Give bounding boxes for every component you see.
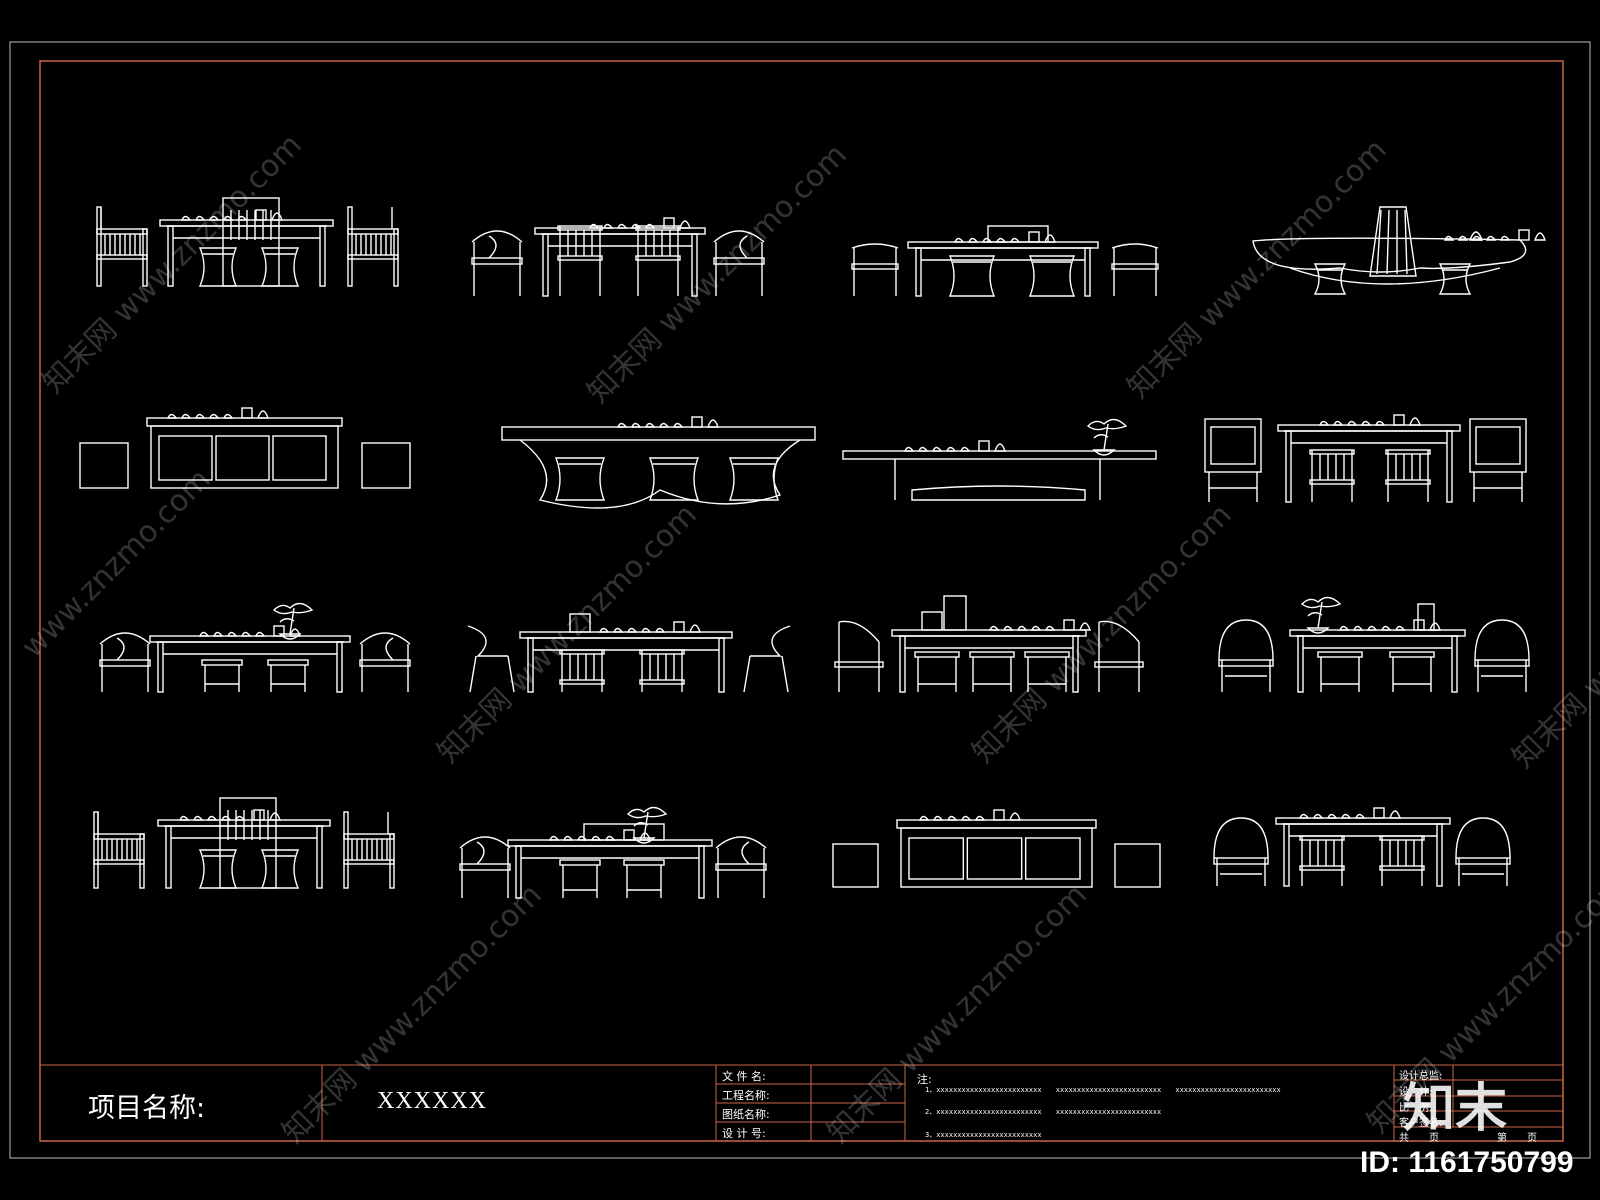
set-r4-c2 bbox=[459, 806, 767, 899]
set-r2-c2 bbox=[501, 416, 816, 509]
brand-logo: 知末 bbox=[1403, 1079, 1508, 1139]
set-r3-c1 bbox=[99, 602, 411, 693]
note-line-1: 1、xxxxxxxxxxxxxxxxxxxxxxxxx xxxxxxxxxxxx… bbox=[925, 1086, 1281, 1094]
field-file-name: 文 件 名: bbox=[722, 1070, 766, 1083]
set-r3-c3 bbox=[834, 595, 1144, 693]
project-name-value: XXXXXX bbox=[377, 1088, 487, 1114]
set-r4-c4 bbox=[1213, 807, 1511, 887]
field-project-name: 工程名称: bbox=[722, 1089, 770, 1102]
set-r1-c2 bbox=[471, 217, 765, 297]
set-r3-c4 bbox=[1218, 596, 1530, 693]
set-r1-c4 bbox=[1252, 206, 1546, 295]
set-r1-c1 bbox=[96, 197, 399, 287]
field-design-number: 设 计 号: bbox=[722, 1127, 766, 1140]
field-client-signature: 客户签名: bbox=[1399, 1118, 1443, 1129]
image-id-tag: ID: 1161750799 bbox=[1360, 1146, 1574, 1179]
field-drawing-name: 图纸名称: bbox=[722, 1108, 770, 1121]
page-current: 第 页 bbox=[1497, 1133, 1537, 1144]
field-design-director: 设计总监: bbox=[1399, 1071, 1443, 1082]
title-block bbox=[40, 1064, 1563, 1141]
page-total: 共 页 bbox=[1399, 1133, 1439, 1144]
set-r2-c4 bbox=[1204, 414, 1527, 503]
field-scale: 比 例: bbox=[1399, 1103, 1433, 1114]
project-name-label: 项目名称: bbox=[88, 1093, 206, 1124]
note-line-2: 2、xxxxxxxxxxxxxxxxxxxxxxxxx xxxxxxxxxxxx… bbox=[925, 1108, 1162, 1116]
note-line-3: 3、xxxxxxxxxxxxxxxxxxxxxxxxx bbox=[925, 1131, 1042, 1139]
furniture-elevations bbox=[79, 197, 1546, 899]
set-r4-c3 bbox=[832, 809, 1161, 888]
field-designer: 设 计: bbox=[1399, 1087, 1433, 1098]
notes-heading: 注: bbox=[917, 1073, 932, 1086]
set-r4-c1 bbox=[93, 797, 395, 889]
inner-frame bbox=[39, 60, 1564, 1142]
outer-frame bbox=[9, 41, 1591, 1159]
set-r3-c2 bbox=[467, 613, 791, 693]
set-r1-c3 bbox=[851, 225, 1159, 297]
set-r2-c3 bbox=[842, 418, 1157, 501]
set-r2-c1 bbox=[79, 407, 411, 489]
